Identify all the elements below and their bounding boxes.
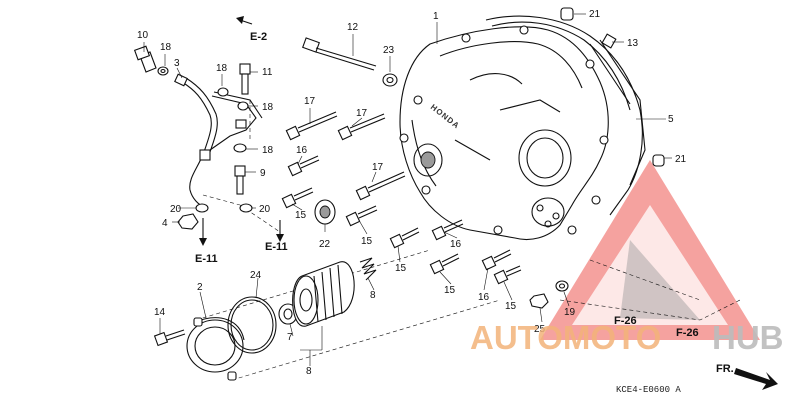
watermark-text: AUTOMOTO HUB <box>470 319 784 356</box>
part-label-15-a: 15 <box>295 210 307 221</box>
part-label-25: 25 <box>534 324 546 335</box>
side-cover-panel <box>589 39 646 186</box>
part-label-15-d: 15 <box>444 285 456 296</box>
part-label-3: 3 <box>174 58 180 69</box>
hardware <box>133 7 665 309</box>
ref-e11-right: E-11 <box>265 241 288 253</box>
watermark-logo <box>540 160 760 340</box>
oil-filter-group <box>153 257 377 381</box>
part-label-20-a: 20 <box>170 204 182 215</box>
part-label-5: 5 <box>668 114 674 125</box>
part-label-17-a: 17 <box>304 96 316 107</box>
part-label-24: 24 <box>250 270 262 281</box>
part-label-18-a: 18 <box>160 42 172 53</box>
ref-e11-left: E-11 <box>195 253 218 265</box>
watermark-text-hub: HUB <box>712 319 784 356</box>
part-label-16-a: 16 <box>296 145 308 156</box>
part-label-2: 2 <box>197 282 203 293</box>
crankcase-cover: HONDA <box>399 15 643 241</box>
part-label-10: 10 <box>137 30 149 41</box>
part-label-21-a: 21 <box>589 9 601 20</box>
ref-e2: E-2 <box>250 31 267 43</box>
e11-arrows <box>199 218 284 246</box>
part-label-14: 14 <box>154 307 166 318</box>
watermark-triangle-inner <box>572 205 728 325</box>
part-label-11: 11 <box>262 67 273 78</box>
part-label-18-d: 18 <box>262 145 274 156</box>
part-label-1: 1 <box>433 11 439 22</box>
part-label-9: 9 <box>260 168 266 179</box>
reference-labels: E-2 E-11 E-11 F-26 F-26 <box>195 31 699 339</box>
part-label-18-c: 18 <box>262 102 274 113</box>
part-label-19: 19 <box>564 307 576 318</box>
part-label-8-spring: 8 <box>370 290 376 301</box>
part-label-18-b: 18 <box>216 63 228 74</box>
part-label-17-b: 17 <box>356 108 368 119</box>
part-label-15-b: 15 <box>361 236 373 247</box>
part-label-13: 13 <box>627 38 639 49</box>
ref-f26-left: F-26 <box>614 315 637 327</box>
part-label-23: 23 <box>383 45 395 56</box>
e2-arrow <box>236 16 253 25</box>
diagram-code: KCE4-E0600 A <box>616 385 681 395</box>
part-label-21-b: 21 <box>675 154 687 165</box>
part-label-15-c: 15 <box>395 263 407 274</box>
part-label-12: 12 <box>347 22 359 33</box>
part-label-20-b: 20 <box>259 204 271 215</box>
front-direction-label: FR. <box>716 363 734 375</box>
part-label-16-b: 16 <box>450 239 462 250</box>
watermark-triangle-shade <box>620 240 700 320</box>
front-direction-arrow <box>734 368 778 390</box>
watermark-text-automoto: AUTOMOTO <box>470 319 661 356</box>
part-label-16-c: 16 <box>478 292 490 303</box>
part-label-22: 22 <box>319 239 331 250</box>
leader-lines <box>143 13 672 366</box>
part-label-17-c: 17 <box>372 162 384 173</box>
part-number-labels: 1 2 3 4 5 7 8 8 9 10 11 12 13 14 15 15 1… <box>137 9 687 377</box>
part-label-15-e: 15 <box>505 301 517 312</box>
ref-f26-right: F-26 <box>676 327 699 339</box>
part-label-8-filter: 8 <box>306 366 312 377</box>
part-label-7: 7 <box>287 332 293 343</box>
part-label-4: 4 <box>162 218 168 229</box>
